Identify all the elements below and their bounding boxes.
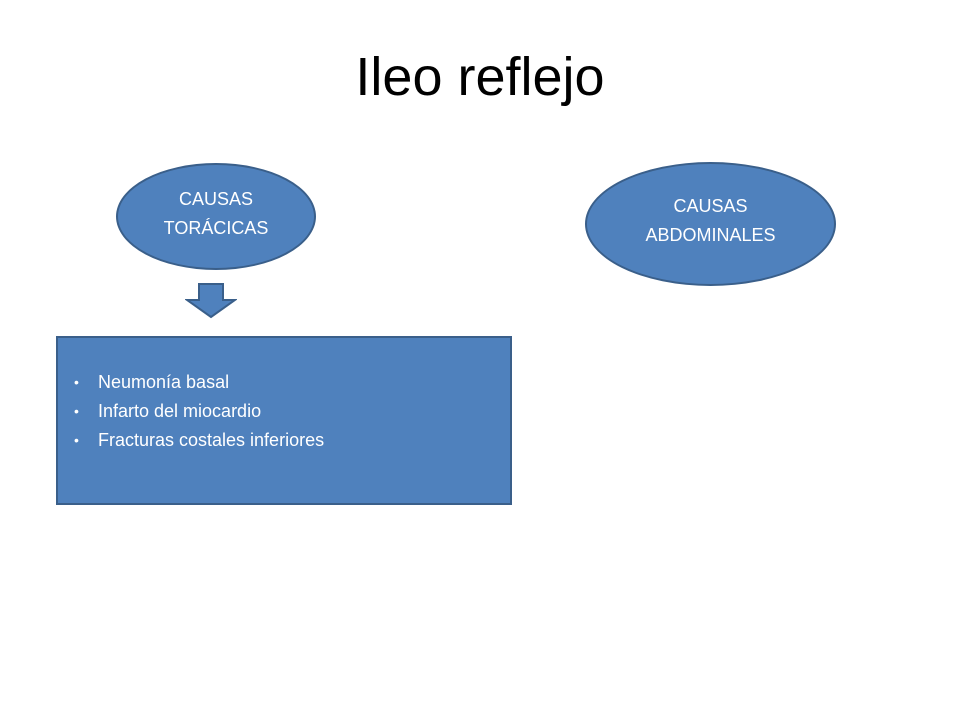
- node-causas-toracicas-label: CAUSAS TORÁCICAS: [163, 188, 269, 238]
- node-causas-abdominales-label: CAUSAS ABDOMINALES: [645, 196, 776, 245]
- bullet-icon: •: [74, 432, 79, 448]
- node-causas-toracicas: CAUSAS TORÁCICAS: [116, 163, 316, 270]
- list-item-label: Fracturas costales inferiores: [98, 430, 325, 450]
- causes-list: • Neumonía basal • Infarto del miocardio…: [58, 338, 510, 455]
- list-item: • Infarto del miocardio: [74, 397, 510, 426]
- slide-title: Ileo reflejo: [355, 47, 605, 107]
- list-item-label: Infarto del miocardio: [98, 401, 262, 421]
- arrow-down-icon: [185, 283, 237, 319]
- node-causas-abdominales: CAUSAS ABDOMINALES: [585, 162, 836, 286]
- causes-box-toracicas: • Neumonía basal • Infarto del miocardio…: [56, 336, 512, 505]
- arrow-down-shape: [185, 283, 237, 319]
- list-item: • Neumonía basal: [74, 368, 510, 397]
- list-item-label: Neumonía basal: [98, 372, 230, 392]
- bullet-icon: •: [74, 403, 79, 419]
- bullet-icon: •: [74, 374, 79, 390]
- list-item: • Fracturas costales inferiores: [74, 426, 510, 455]
